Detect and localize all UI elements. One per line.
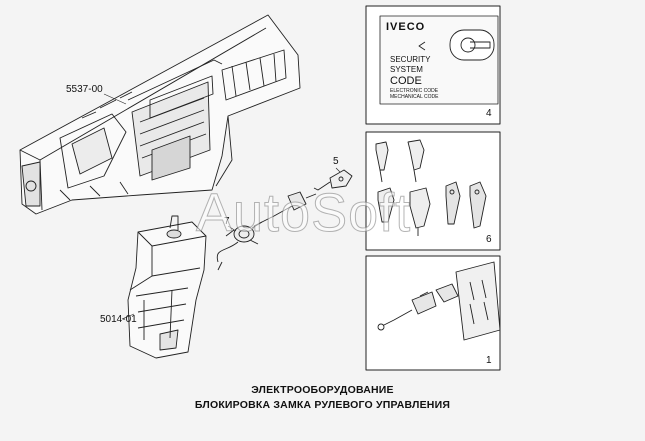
callout-panel-1: 1: [486, 355, 492, 366]
caption-line-1: ЭЛЕКТРООБОРУДОВАНИЕ: [251, 384, 394, 396]
caption-line-2: БЛОКИРОВКА ЗАМКА РУЛЕВОГО УПРАВЛЕНИЯ: [194, 399, 451, 411]
dashboard-drawing: [19, 14, 301, 215]
column-cover-drawing: [127, 215, 207, 359]
card-line-mechanical: MECHANICAL CODE: [390, 94, 439, 100]
callout-panel-4: 4: [486, 108, 492, 119]
key-drawing: [313, 169, 353, 191]
callout-switch: 7: [224, 216, 230, 227]
card-line-security: SECURITY: [390, 55, 431, 64]
callout-column-cover: 5014-01: [100, 314, 137, 325]
panel-lock-set: [365, 131, 501, 251]
panel-key-kit: [365, 255, 501, 371]
card-line-code: CODE: [390, 75, 422, 87]
card-line-system: SYSTEM: [390, 65, 423, 74]
callout-key: 5: [333, 156, 339, 167]
callout-dashboard: 5537-00: [66, 84, 103, 95]
card-line-electronic: ELECTRONIC CODE: [390, 88, 439, 94]
panel-code-card: [365, 5, 501, 125]
card-brand: IVECO: [386, 21, 426, 33]
callout-panel-6: 6: [486, 234, 492, 245]
ignition-switch-drawing: [216, 191, 317, 271]
